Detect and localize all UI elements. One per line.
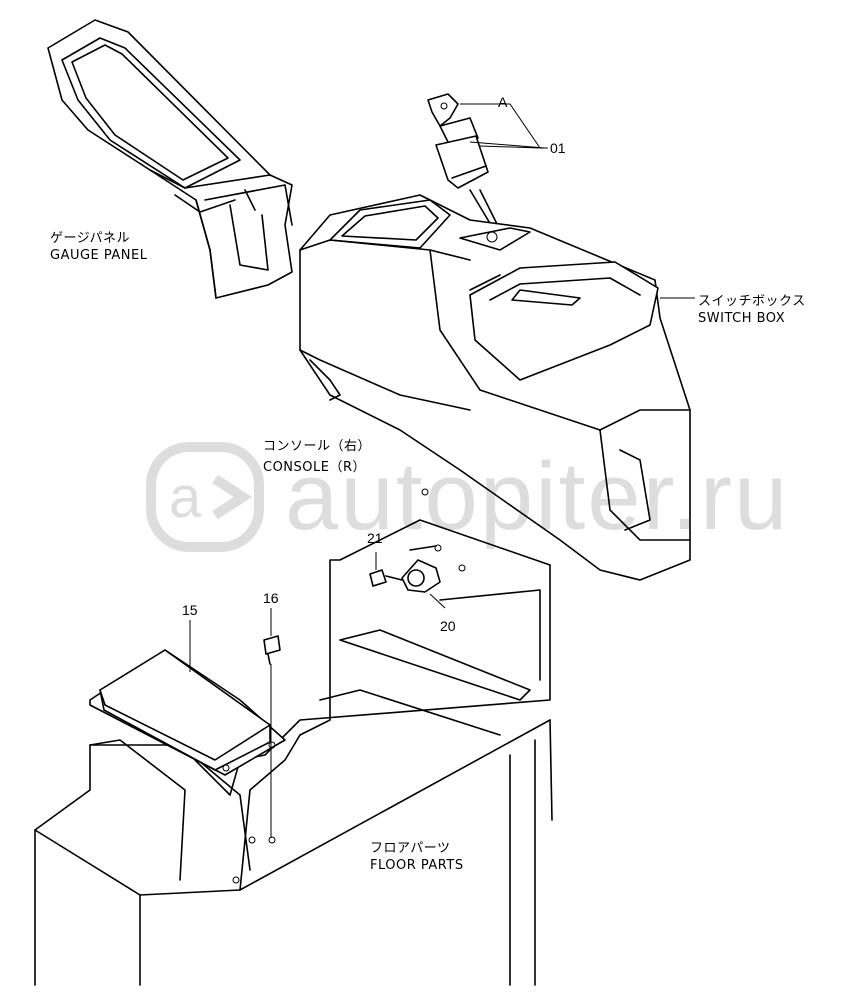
part-20-21-drawing [369, 544, 446, 609]
callout-15: 15 [182, 602, 198, 618]
callout-20: 20 [440, 618, 456, 634]
part-15-drawing [89, 620, 286, 776]
callout-21: 21 [367, 530, 383, 546]
gauge-panel-label-en: GAUGE PANEL [50, 248, 148, 263]
a-arrow-logo-icon: a [146, 442, 264, 552]
floor-parts-label-en: FLOOR PARTS [370, 858, 464, 873]
gauge-panel-label-jp: ゲージパネル [50, 231, 130, 246]
floor-parts-label-jp: フロアパーツ [370, 841, 451, 856]
switch-box-label-jp: スイッチボックス [698, 294, 806, 309]
part-16-drawing [263, 608, 281, 838]
console-label-jp: コンソール（右） [263, 439, 372, 454]
callout-lines-top [460, 103, 548, 149]
console-label-en: CONSOLE（R） [263, 460, 367, 475]
console-drawing [299, 194, 691, 581]
svg-text:a: a [169, 465, 202, 530]
switch-box-label-en: SWITCH BOX [698, 311, 786, 326]
watermark: a autopiter.ru [145, 437, 787, 557]
callout-a: A [498, 94, 508, 110]
floor-parts-drawing [34, 519, 553, 986]
callout-16: 16 [263, 590, 279, 606]
callout-01: 01 [550, 140, 566, 156]
watermark-text: autopiter.ru [285, 443, 790, 550]
gauge-panel-drawing [47, 19, 293, 299]
